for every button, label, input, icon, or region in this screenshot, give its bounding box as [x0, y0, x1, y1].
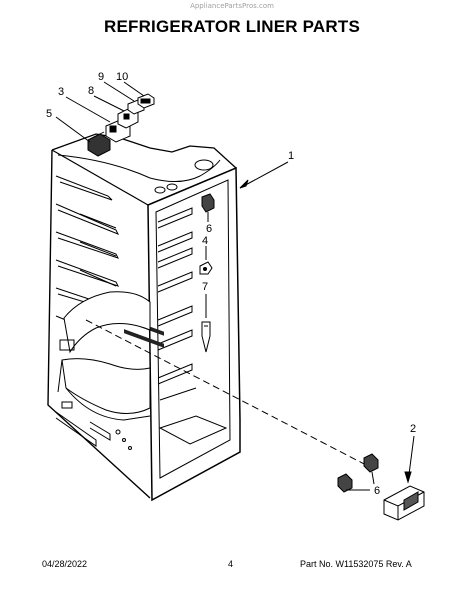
callout-5: 5 — [46, 108, 53, 120]
part-2-cover — [383, 435, 425, 521]
callout-7: 7 — [202, 281, 209, 293]
top-parts-cluster — [55, 81, 155, 157]
part-7-sensor — [201, 294, 211, 353]
callout-2: 2 — [410, 423, 417, 435]
part-6-lower — [337, 453, 379, 493]
footer-date: 04/28/2022 — [42, 559, 88, 569]
callout-6-lower: 6 — [374, 485, 381, 497]
callout-3: 3 — [58, 86, 65, 98]
leader-1 — [239, 161, 289, 189]
part-4-clip — [199, 246, 213, 275]
dashed-projection — [85, 319, 369, 467]
footer-part-number: Part No. W11532075 Rev. A — [300, 559, 412, 569]
part-6-upper — [201, 193, 215, 222]
callout-8: 8 — [88, 85, 95, 97]
callout-4: 4 — [202, 235, 209, 247]
callout-6-upper: 6 — [206, 223, 213, 235]
watermark: AppliancePartsPros.com — [190, 2, 274, 10]
callout-1: 1 — [288, 150, 295, 162]
callout-9: 9 — [98, 71, 105, 83]
footer-page-number: 4 — [228, 559, 234, 569]
liner-body — [47, 133, 241, 502]
callout-10: 10 — [116, 71, 129, 83]
page-title: REFRIGERATOR LINER PARTS — [103, 17, 361, 36]
